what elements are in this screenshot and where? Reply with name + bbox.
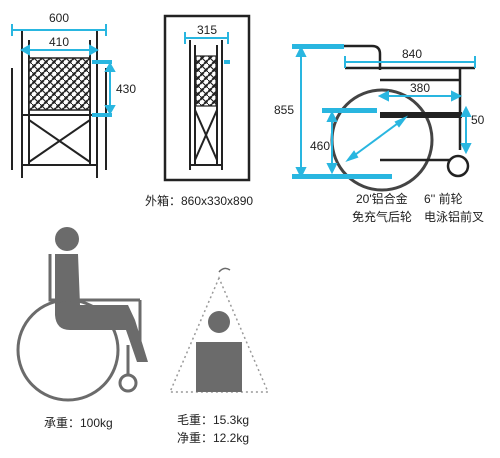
side-view-diagram: 840 380 855 460 50 [274, 44, 485, 192]
outer-box-outline [163, 14, 251, 182]
weight-illustration [168, 267, 270, 393]
backrest-upholstery [28, 57, 91, 111]
outer-box-dimensions: 外箱：860x330x890 [145, 193, 253, 208]
max-load-label: 承重：100kg [44, 416, 113, 430]
seat-height-front-label: 430 [116, 82, 136, 96]
front-view-diagram: 600 410 430 [11, 11, 136, 178]
front-wheel-spec: 6'' 前轮 [424, 191, 463, 206]
seat-height-side-label: 460 [310, 139, 330, 153]
tire-type-spec: 免充气后轮 [352, 209, 412, 224]
folded-view-diagram: 315 [163, 14, 251, 182]
fork-type-spec: 电泳铝前叉 [424, 209, 484, 224]
net-weight-label: 净重：12.2kg [177, 431, 249, 445]
rear-wheel-spec: 20'铝合金 [356, 191, 408, 206]
gross-weight-label: 毛重：15.3kg [177, 413, 249, 427]
overall-height-label: 855 [274, 103, 294, 117]
person-body [55, 254, 148, 362]
folded-width-label: 315 [197, 23, 217, 37]
load-capacity-illustration [16, 227, 148, 402]
seat-width-label: 410 [49, 35, 69, 49]
overall-width-label: 600 [49, 11, 69, 25]
wheel-specs: 20'铝合金 6'' 前轮 免充气后轮 电泳铝前叉 [352, 191, 484, 224]
seat-depth-label: 380 [410, 81, 430, 95]
overall-length-label: 840 [402, 47, 422, 61]
caster-size-label: 50 [471, 113, 485, 127]
front-caster [446, 154, 470, 178]
person-head [55, 227, 79, 251]
